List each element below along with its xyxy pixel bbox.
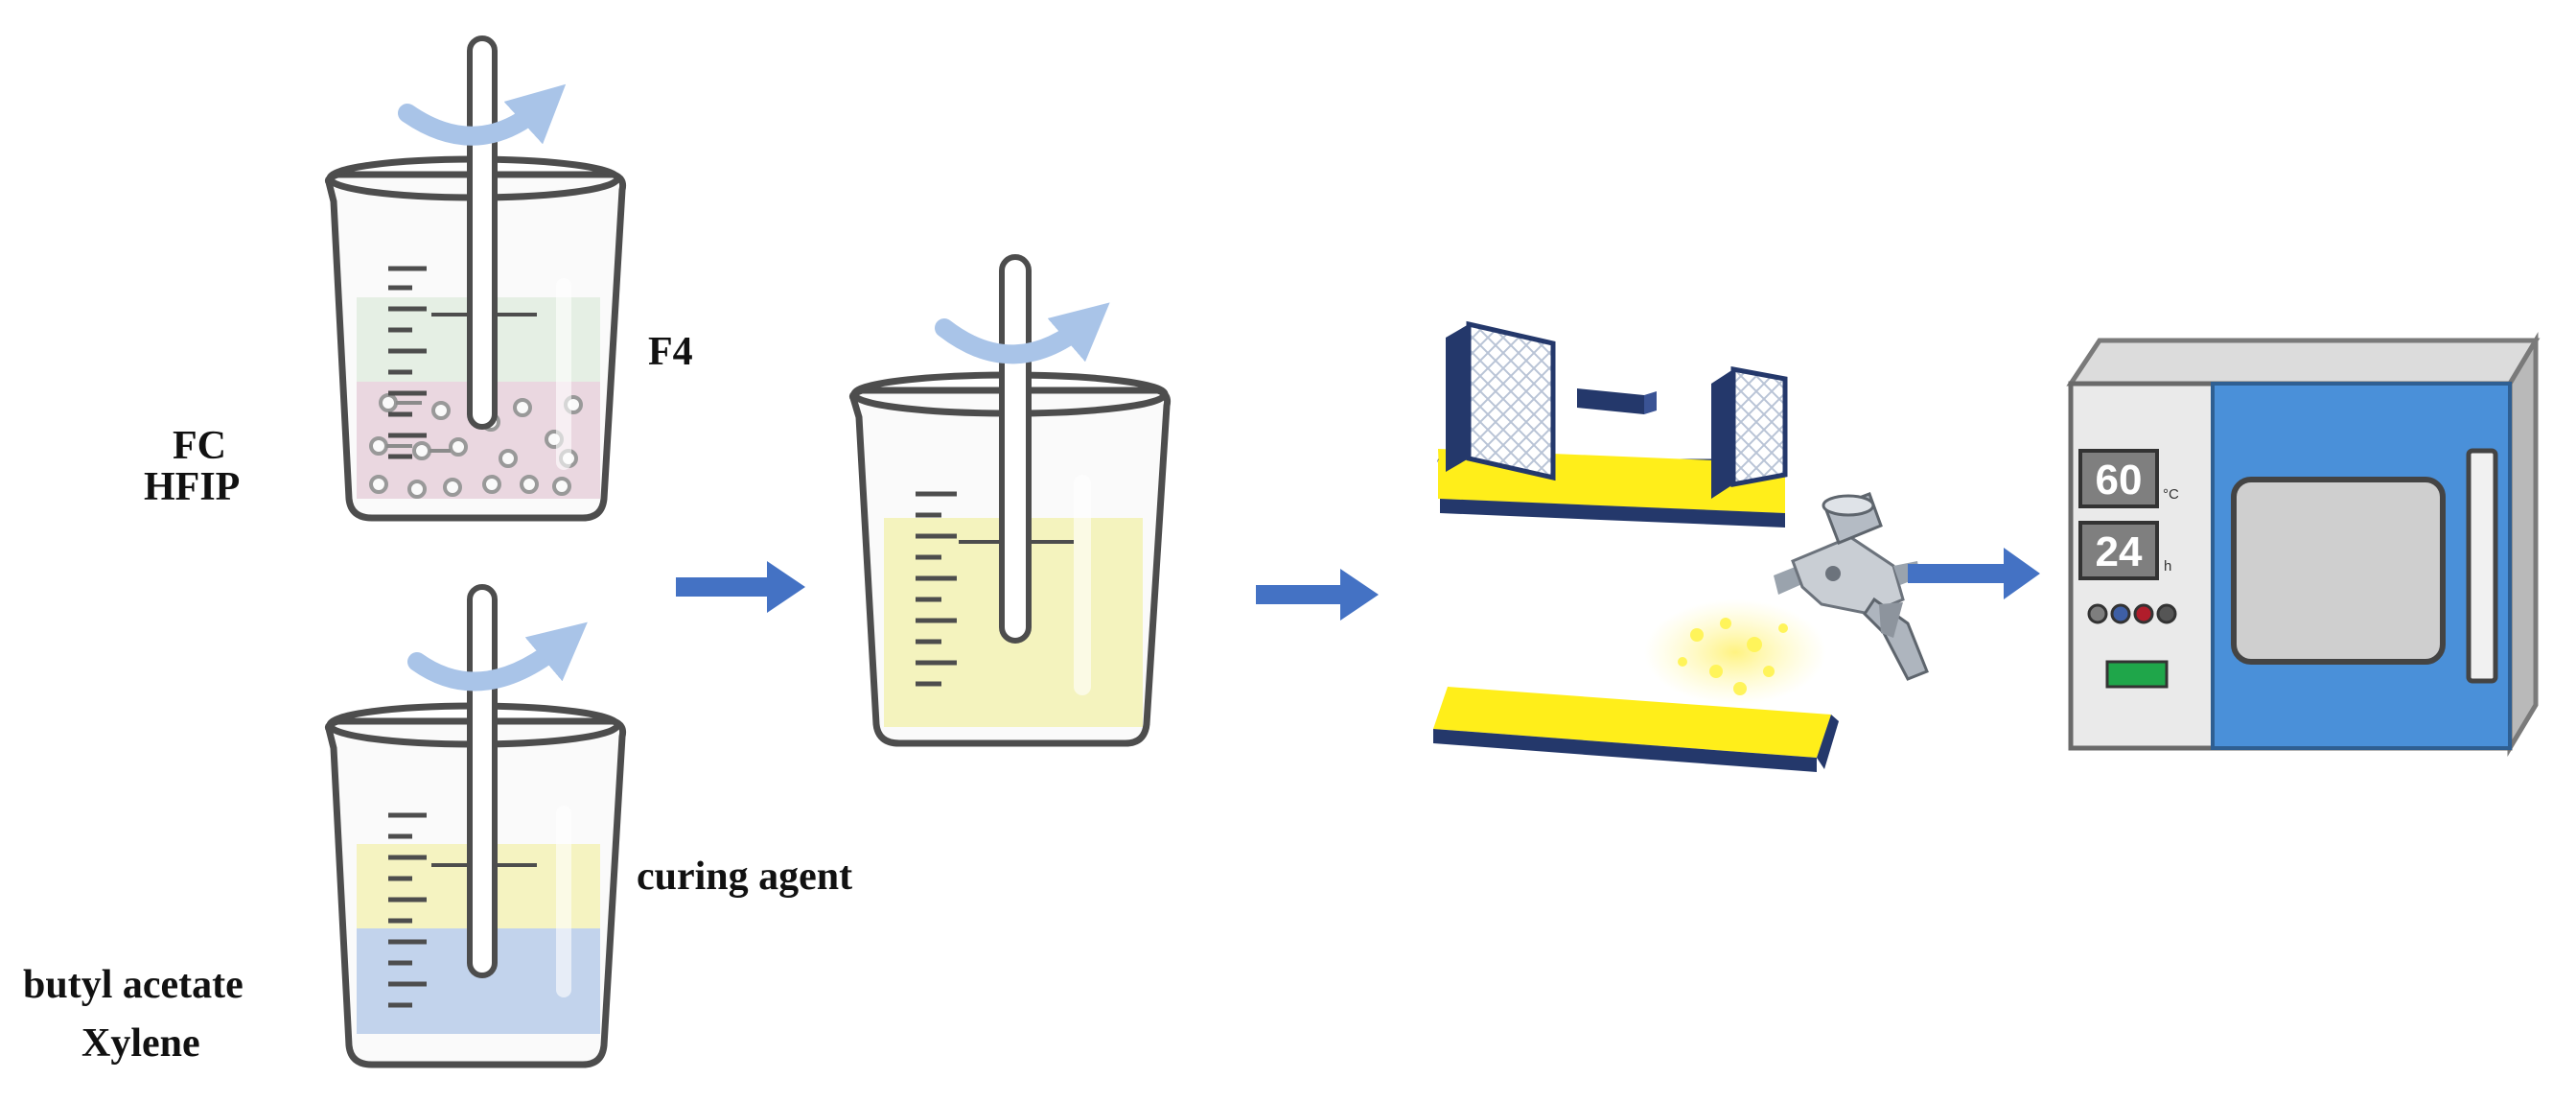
spray-mist — [1644, 599, 1826, 705]
stirring-arrow-icon — [398, 83, 567, 146]
beaker-solvents — [324, 584, 627, 1068]
beaker-fc-hfip — [324, 35, 627, 522]
time-unit: h — [2164, 558, 2171, 574]
coated-substrate — [1433, 687, 1839, 772]
control-knob-2 — [2110, 603, 2131, 624]
temperature-value: 60 — [2096, 457, 2143, 504]
beaker-mixed — [848, 254, 1172, 747]
stirring-rod-3 — [999, 254, 1032, 644]
spray-gun-icon — [1774, 492, 1929, 681]
process-arrow-2 — [1256, 569, 1379, 621]
time-value: 24 — [2096, 528, 2143, 575]
time-display — [2078, 521, 2159, 580]
control-knob-3 — [2133, 603, 2154, 624]
coating-layer — [1433, 687, 1831, 758]
stirring-rod-1 — [467, 35, 498, 430]
mask-wall-left — [1466, 320, 1556, 481]
oven-icon: 60 °C 24 h — [2066, 331, 2541, 758]
label-curing-agent: curing agent — [637, 855, 853, 899]
label-f4: F4 — [648, 330, 693, 374]
stirring-rod-2 — [467, 584, 498, 978]
control-knob-1 — [2087, 603, 2108, 624]
beaker-1-scale — [388, 266, 427, 459]
label-butyl-acetate: butyl acetate — [23, 963, 244, 1007]
stirring-arrow-icon — [407, 621, 588, 692]
process-arrow-1 — [676, 561, 805, 613]
beaker-2-scale — [388, 812, 427, 1008]
beaker-3-scale — [916, 491, 957, 687]
oven-handle — [2466, 448, 2498, 684]
process-arrow-3 — [1908, 548, 2040, 599]
oven-window — [2231, 477, 2446, 665]
substrate-edge — [1817, 715, 1839, 769]
power-indicator — [2105, 660, 2169, 689]
mask-wall-right — [1730, 365, 1788, 488]
control-knob-4 — [2156, 603, 2177, 624]
mask-clip — [1577, 388, 1644, 414]
temperature-display — [2078, 449, 2159, 508]
coating-fixture — [1437, 320, 1788, 528]
temperature-unit: °C — [2163, 486, 2179, 503]
label-xylene: Xylene — [81, 1021, 200, 1066]
substrate-top-edge — [1440, 499, 1785, 528]
label-fc: FC — [173, 424, 226, 468]
label-hfip: HFIP — [144, 465, 241, 509]
stirring-arrow-icon — [935, 302, 1110, 364]
fc-particle-tails — [386, 401, 451, 453]
